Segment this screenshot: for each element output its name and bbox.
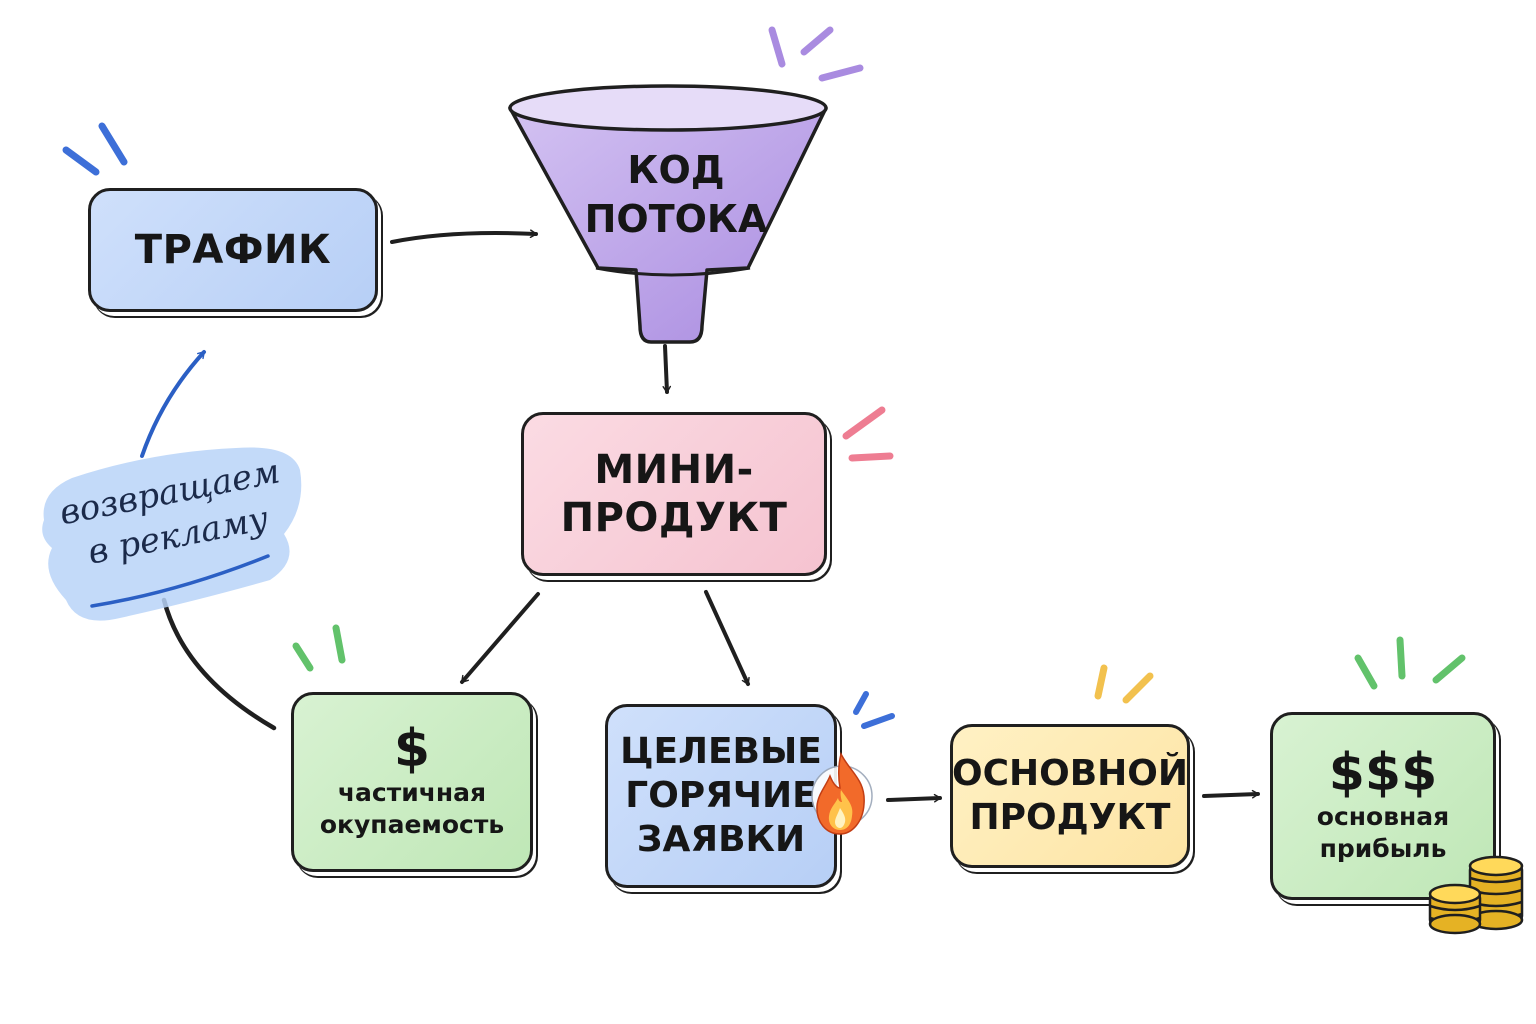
node-main-product: ОСНОВНОЙ ПРОДУКТ (950, 724, 1190, 868)
arrow-leads-to-main (886, 793, 942, 803)
sparkle-traffic (62, 122, 128, 176)
main-product-line-2: ПРОДУКТ (969, 797, 1171, 838)
arrow-mini-to-leads (704, 590, 750, 686)
node-traffic-label: ТРАФИК (134, 227, 332, 273)
profit-line-2: прибыль (1319, 834, 1447, 864)
arrow-traffic-to-funnel (390, 229, 538, 244)
node-traffic: ТРАФИК (88, 188, 378, 312)
profit-dollar-symbol: $$$ (1328, 743, 1438, 804)
sparkle-mini (842, 406, 894, 462)
sparkle-profit (1354, 636, 1466, 690)
funnel-line-2: ПОТОКА (584, 197, 768, 242)
sparkle-leads (853, 691, 895, 729)
payback-line-1: частичная (337, 777, 487, 807)
funnel-line-1: КОД (627, 148, 725, 192)
arrow-loop-to-traffic (140, 350, 206, 458)
label-splash (42, 447, 302, 621)
mini-product-line-1: МИНИ- (594, 447, 754, 493)
sparkle-payback (292, 624, 346, 672)
node-main-profit: $$$ основная прибыль (1270, 712, 1496, 900)
node-partial-payback: $ частичная окупаемость (291, 692, 533, 872)
profit-line-1: основная (1316, 801, 1450, 831)
main-product-line-1: ОСНОВНОЙ (951, 753, 1189, 795)
payback-dollar-symbol: $ (393, 719, 431, 780)
mini-product-line-2: ПРОДУКТ (560, 495, 788, 541)
node-hot-leads: ЦЕЛЕВЫЕ ГОРЯЧИЕ ЗАЯВКИ (605, 704, 837, 888)
arrow-payback-loop (161, 597, 277, 731)
arrow-funnel-to-mini (662, 344, 672, 394)
fire-icon (811, 751, 873, 835)
leads-line-1: ЦЕЛЕВЫЕ (620, 731, 822, 773)
coins-icon (1428, 855, 1524, 935)
node-mini-product: МИНИ- ПРОДУКТ (521, 412, 827, 576)
leads-line-2: ГОРЯЧИЕ (625, 775, 817, 817)
arrow-mini-to-payback (460, 592, 540, 684)
label-underline (90, 554, 270, 608)
arrow-main-to-profit (1202, 789, 1260, 799)
sparkle-main (1094, 664, 1154, 704)
node-funnel-label: КОД ПОТОКА (560, 146, 792, 245)
funnel-icon (508, 84, 828, 344)
payback-line-2: окупаемость (319, 810, 505, 840)
sparkle-funnel (768, 26, 864, 82)
leads-line-3: ЗАЯВКИ (636, 818, 806, 860)
